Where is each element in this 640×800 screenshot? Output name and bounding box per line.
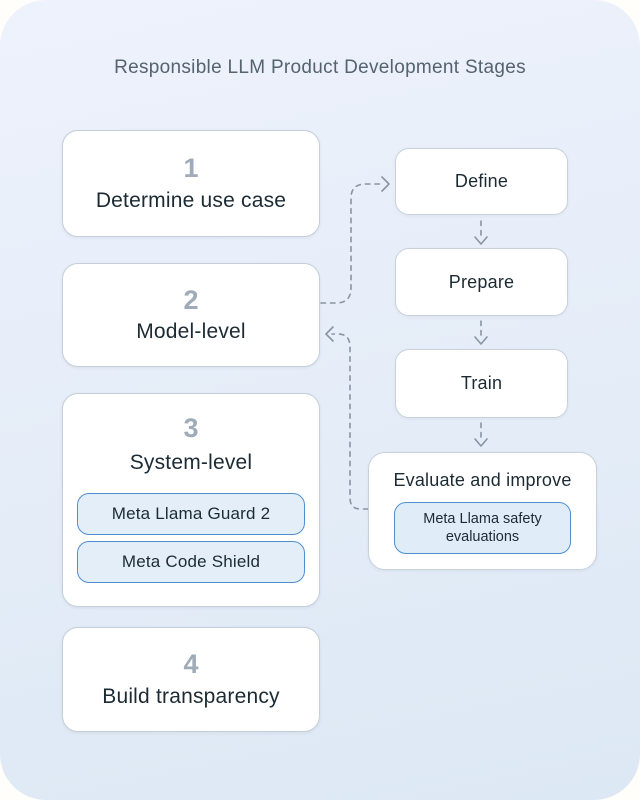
arrowhead-down-icon bbox=[474, 438, 488, 447]
pipeline-box-prepare: Prepare bbox=[395, 248, 568, 316]
stage-label: Determine use case bbox=[95, 188, 287, 212]
connector-train-to-evaluate bbox=[474, 422, 488, 447]
system-level-chips: Meta Llama Guard 2 Meta Code Shield bbox=[77, 492, 305, 583]
connector-model-to-define bbox=[320, 176, 390, 304]
pipeline-box-evaluate-and-improve: Evaluate and improve Meta Llama safety e… bbox=[368, 452, 597, 570]
arrowhead-down-icon bbox=[474, 336, 488, 345]
stage-box-system-level: 3 System-level Meta Llama Guard 2 Meta C… bbox=[62, 393, 320, 607]
evaluate-title: Evaluate and improve bbox=[393, 470, 572, 490]
page-title: Responsible LLM Product Development Stag… bbox=[114, 57, 526, 78]
chip-meta-code-shield: Meta Code Shield bbox=[77, 540, 305, 583]
stage-label: System-level bbox=[129, 450, 253, 474]
arrowhead-down-icon bbox=[474, 236, 488, 245]
stage-number: 4 bbox=[183, 649, 199, 680]
arrowhead-left-icon bbox=[325, 326, 334, 342]
stage-label: Build transparency bbox=[102, 684, 280, 708]
stage-number: 1 bbox=[183, 153, 199, 184]
stage-box-determine-use-case: 1 Determine use case bbox=[62, 130, 320, 237]
connector-evaluate-to-model bbox=[325, 326, 369, 510]
pipeline-box-define: Define bbox=[395, 148, 568, 215]
stage-number: 2 bbox=[183, 284, 199, 315]
chip-meta-llama-guard-2: Meta Llama Guard 2 bbox=[77, 492, 305, 535]
connector-prepare-to-train bbox=[474, 320, 488, 345]
pipeline-box-train: Train bbox=[395, 349, 568, 418]
arrowhead-right-icon bbox=[381, 176, 390, 192]
connector-define-to-prepare bbox=[474, 220, 488, 245]
stage-box-build-transparency: 4 Build transparency bbox=[62, 627, 320, 732]
stage-label: Model-level bbox=[136, 320, 246, 344]
stage-number: 3 bbox=[183, 413, 199, 443]
stage-box-model-level: 2 Model-level bbox=[62, 263, 320, 367]
chip-meta-llama-safety-evaluations: Meta Llama safety evaluations bbox=[394, 502, 571, 554]
